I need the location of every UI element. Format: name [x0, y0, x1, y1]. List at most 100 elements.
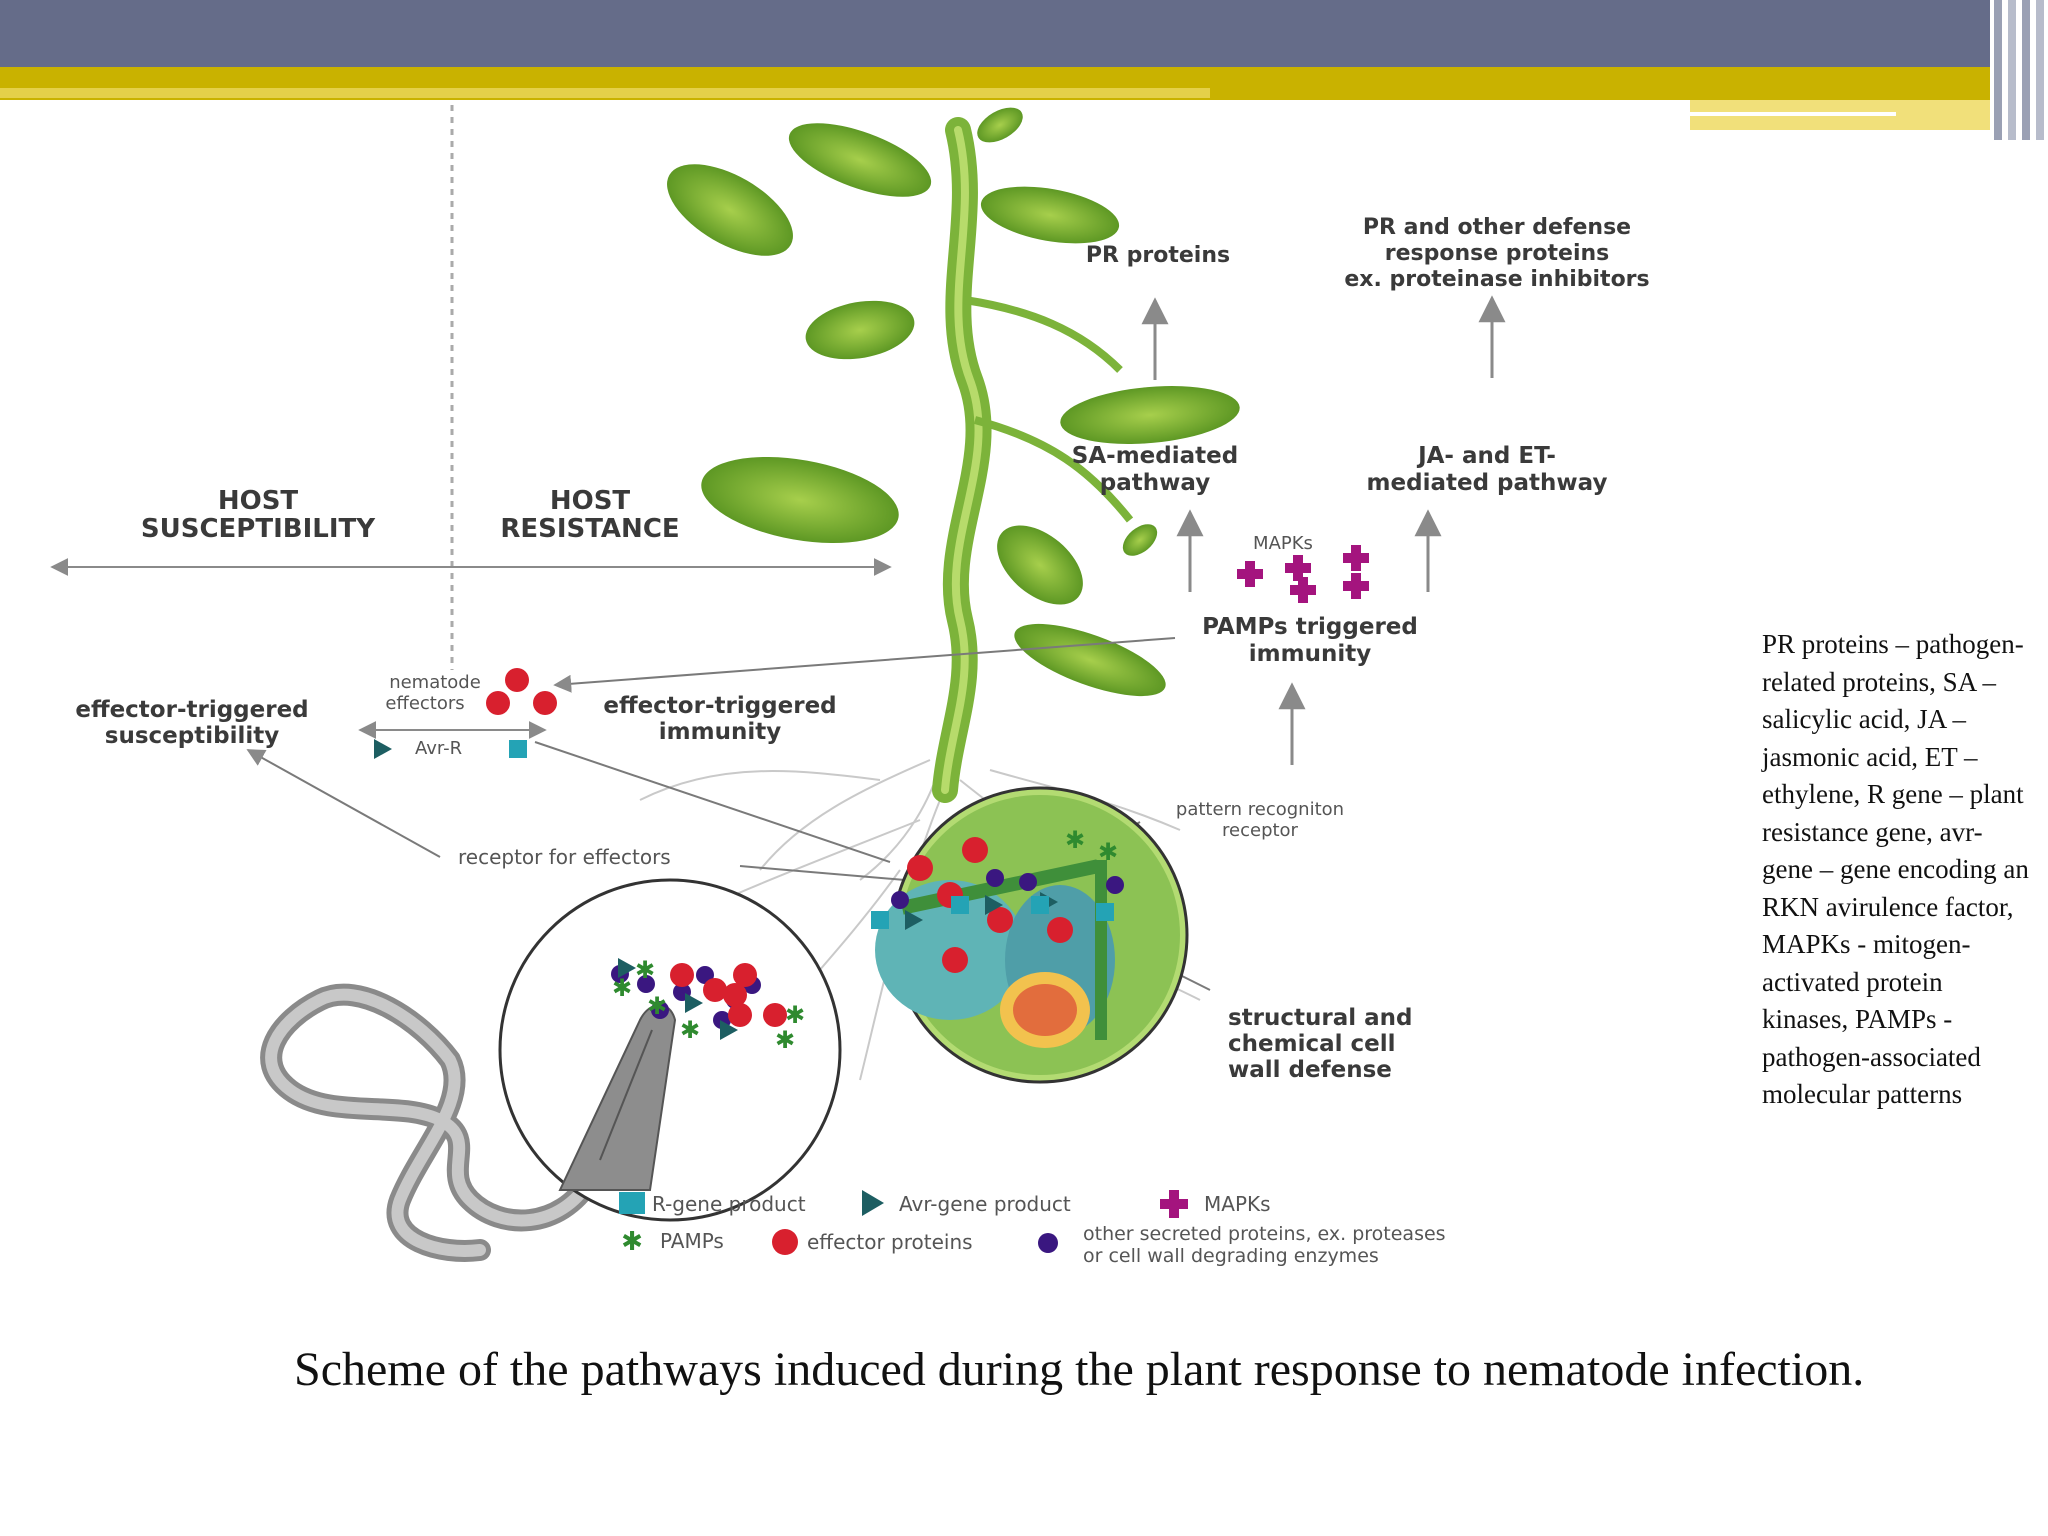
molecule-markers: ✱✱✱✱✱✱✱✱ — [374, 545, 1369, 1054]
pointer-avr-to-cell — [534, 741, 891, 863]
effector-marker — [733, 963, 757, 987]
legend-other-1: other secreted proteins, ex. proteases — [1083, 1223, 1446, 1245]
svg-text:RESISTANCE: RESISTANCE — [500, 514, 679, 544]
svg-text:SUSCEPTIBILITY: SUSCEPTIBILITY — [141, 514, 376, 544]
svg-text:receptor: receptor — [1222, 820, 1299, 841]
secreted-marker — [986, 869, 1004, 887]
pamp-marker: ✱ — [635, 956, 655, 984]
secreted-marker — [1019, 873, 1037, 891]
effector-marker — [533, 691, 557, 715]
mapk-marker — [1343, 545, 1369, 571]
r-gene-marker — [871, 911, 889, 929]
svg-text:SA-mediated: SA-mediated — [1072, 443, 1238, 469]
effector-marker — [703, 978, 727, 1002]
accent-band-highlight — [0, 88, 1210, 98]
svg-text:effectors: effectors — [385, 693, 464, 714]
avr-marker — [374, 739, 392, 759]
mapks-label: MAPKs — [1253, 533, 1313, 554]
decorative-rail — [2008, 0, 2016, 140]
decorative-rail — [2036, 0, 2044, 140]
effector-marker — [942, 947, 968, 973]
svg-text:effector-triggered: effector-triggered — [603, 693, 836, 719]
nematode-response-diagram: ✱✱✱✱✱✱✱✱ HOST SUSCEPTIBILITY HOST RESIST… — [50, 105, 1650, 1267]
secreted-marker — [637, 975, 655, 993]
effector-marker — [670, 963, 694, 987]
pamp-marker: ✱ — [1065, 826, 1085, 854]
avr-marker — [985, 895, 1003, 915]
pattern-receptor-label: pattern recogniton receptor — [1176, 799, 1344, 841]
abbreviations-note: PR proteins – pathogen-related proteins,… — [1762, 629, 2029, 1109]
legend-r-gene: R-gene product — [652, 1192, 806, 1216]
mapk-marker — [1343, 573, 1369, 599]
pointer-pamps-to-effectors — [553, 637, 1176, 693]
legend-effector: effector proteins — [807, 1230, 973, 1254]
pamps-immunity-label: PAMPs triggered immunity — [1202, 614, 1418, 667]
svg-text:nematode: nematode — [389, 672, 481, 693]
legend-avr-gene: Avr-gene product — [899, 1192, 1071, 1216]
svg-text:pathway: pathway — [1100, 470, 1210, 496]
svg-text:HOST: HOST — [550, 486, 631, 516]
effector-immunity-label: effector-triggered immunity — [603, 693, 836, 745]
pr-proteins-label: PR proteins — [1086, 243, 1230, 268]
legend-avr-swatch — [862, 1190, 884, 1216]
svg-text:structural and: structural and — [1228, 1005, 1413, 1031]
effector-marker — [907, 855, 933, 881]
figure-caption: Scheme of the pathways induced during th… — [294, 1343, 1865, 1396]
svg-text:PAMPs triggered: PAMPs triggered — [1202, 614, 1418, 640]
mapk-marker — [1290, 577, 1316, 603]
svg-text:effector-triggered: effector-triggered — [75, 697, 308, 723]
legend-other-2: or cell wall degrading enzymes — [1083, 1245, 1379, 1267]
pamp-marker: ✱ — [785, 1001, 805, 1029]
legend-mapks: MAPKs — [1204, 1192, 1271, 1216]
svg-text:JA- and ET-: JA- and ET- — [1416, 443, 1556, 469]
accent-line — [1690, 112, 1896, 116]
r-gene-marker — [1096, 903, 1114, 921]
effector-susceptibility-label: effector-triggered susceptibility — [75, 697, 308, 749]
effector-marker — [505, 668, 529, 692]
secreted-marker — [891, 891, 909, 909]
host-susceptibility-label: HOST SUSCEPTIBILITY — [141, 486, 376, 544]
r-gene-marker — [951, 896, 969, 914]
legend-mapks-swatch — [1160, 1190, 1188, 1218]
mapk-marker — [1237, 561, 1263, 587]
plant-leaves — [667, 107, 1240, 697]
svg-text:HOST: HOST — [218, 486, 299, 516]
effector-marker — [962, 837, 988, 863]
effector-marker — [763, 1003, 787, 1027]
pamp-marker: ✱ — [1098, 838, 1118, 866]
header-bar — [0, 0, 1990, 67]
svg-text:ex. proteinase inhibitors: ex. proteinase inhibitors — [1344, 267, 1649, 292]
svg-text:immunity: immunity — [659, 719, 781, 745]
nematode-effectors-label: nematode effectors — [385, 672, 480, 714]
pamp-marker: ✱ — [775, 1026, 795, 1054]
pr-other-label: PR and other defense response proteins e… — [1344, 215, 1649, 292]
avr-marker — [720, 1020, 738, 1040]
pamp-marker: ✱ — [612, 974, 632, 1002]
effector-marker — [987, 907, 1013, 933]
legend-r-gene-swatch — [619, 1192, 645, 1214]
effector-marker — [723, 983, 747, 1007]
legend-pamps: PAMPs — [660, 1229, 724, 1253]
receptor-effectors-label: receptor for effectors — [458, 845, 671, 869]
avr-r-label: Avr-R — [415, 738, 462, 759]
pamp-marker: ✱ — [647, 992, 667, 1020]
effector-marker — [1047, 917, 1073, 943]
legend: R-gene product Avr-gene product MAPKs ✱ … — [619, 1190, 1446, 1267]
secreted-marker — [1106, 876, 1124, 894]
svg-text:susceptibility: susceptibility — [105, 723, 279, 749]
legend-secreted-swatch — [1038, 1233, 1058, 1253]
legend-effector-swatch — [772, 1229, 798, 1255]
svg-text:immunity: immunity — [1249, 641, 1371, 667]
svg-text:response proteins: response proteins — [1385, 241, 1610, 266]
svg-text:chemical cell: chemical cell — [1228, 1031, 1396, 1057]
avr-marker — [618, 958, 636, 978]
svg-text:PR and other defense: PR and other defense — [1363, 215, 1631, 240]
svg-text:mediated pathway: mediated pathway — [1367, 470, 1608, 496]
r-gene-marker — [1031, 896, 1049, 914]
decorative-rail — [2022, 0, 2030, 140]
wall-defense-label: structural and chemical cell wall defens… — [1228, 1005, 1413, 1083]
ja-pathway-label: JA- and ET- mediated pathway — [1367, 443, 1608, 496]
svg-text:pattern recogniton: pattern recogniton — [1176, 799, 1344, 820]
avr-marker — [685, 993, 703, 1013]
sa-pathway-label: SA-mediated pathway — [1072, 443, 1238, 496]
